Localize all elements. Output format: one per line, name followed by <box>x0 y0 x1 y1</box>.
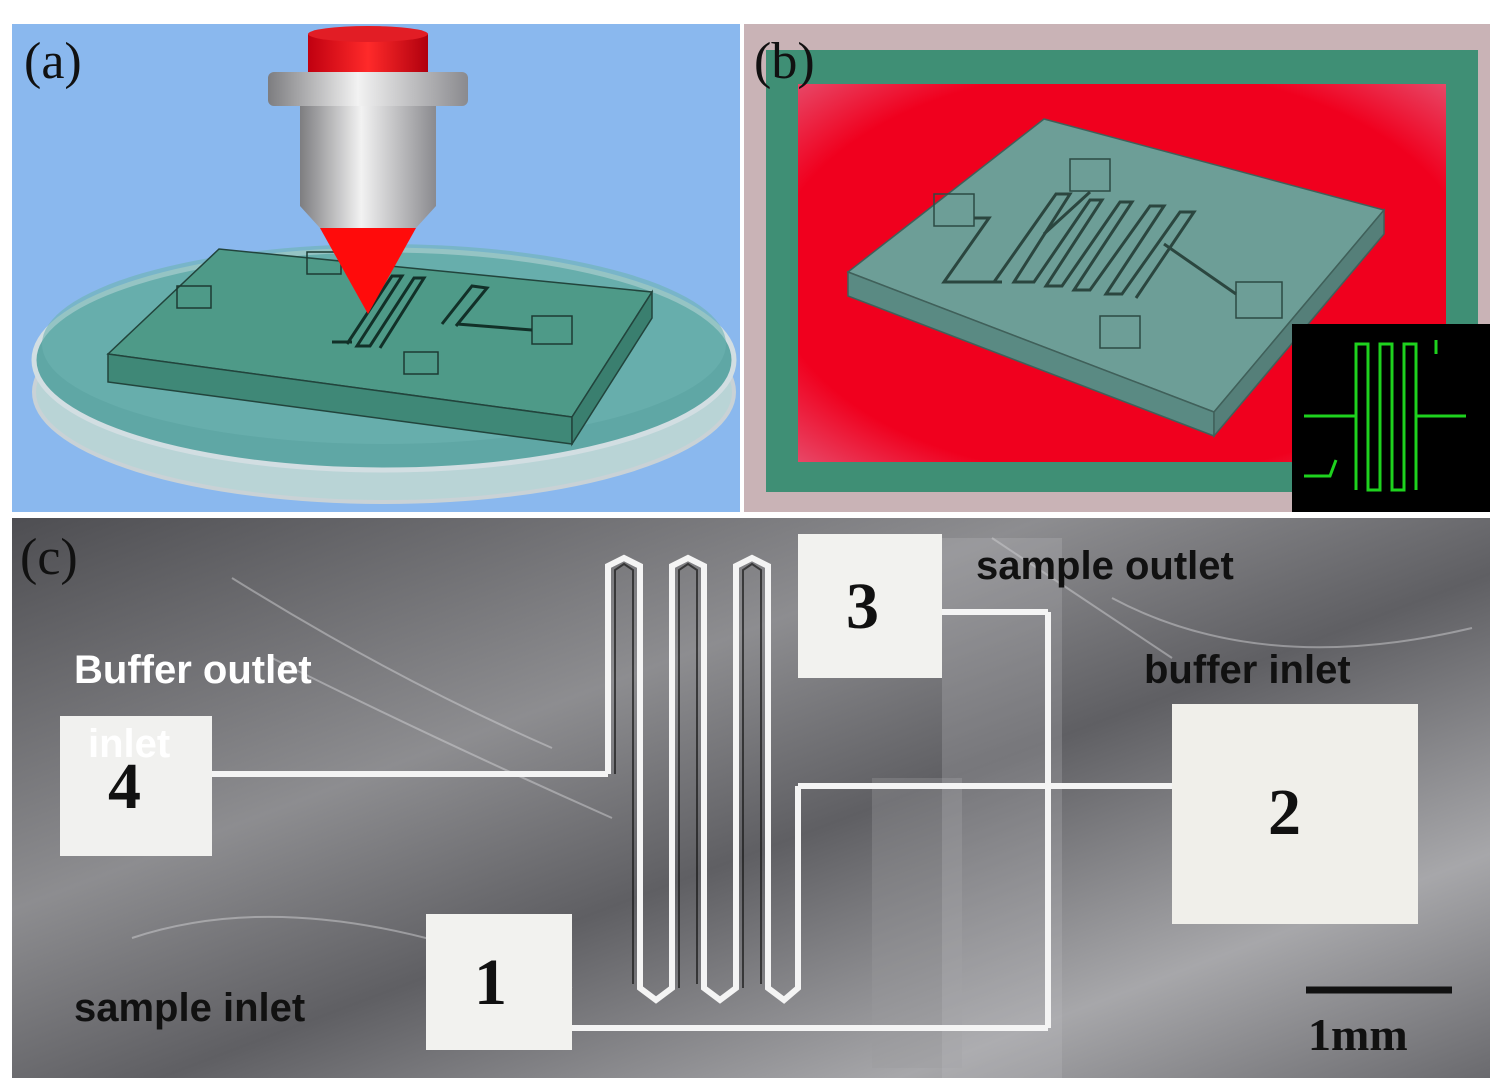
reservoir-1 <box>426 914 572 1050</box>
microchannels <box>212 554 1172 1031</box>
port-number-1: 1 <box>474 946 507 1019</box>
panel-a-illustration <box>31 26 737 504</box>
panel-a: (a) <box>12 24 740 512</box>
reservoir-3 <box>798 534 942 678</box>
reservoir-2 <box>1172 704 1418 924</box>
reservoir-4 <box>60 716 212 856</box>
panel-c: (c) 4 2 3 1 sample outlet Buffer outlet … <box>12 518 1490 1078</box>
label-buffer-outlet: Buffer outlet <box>74 648 312 692</box>
label-buffer-inlet: buffer inlet <box>1144 648 1351 692</box>
panel-b-label: (b) <box>754 33 815 90</box>
label-sample-inlet: sample inlet <box>74 986 306 1030</box>
panel-b-illustration <box>766 50 1490 512</box>
panel-c-photo <box>12 518 1490 1078</box>
scale-bar-label: 1mm <box>1308 1009 1408 1060</box>
port-number-3: 3 <box>846 570 879 643</box>
fluorescence-inset <box>1292 324 1490 512</box>
port-number-2: 2 <box>1268 776 1301 849</box>
panel-b: (b) <box>744 24 1490 512</box>
chip-render <box>846 118 1386 439</box>
label-inlet: inlet <box>88 722 171 766</box>
panel-a-label: (a) <box>24 33 82 90</box>
label-sample-outlet: sample outlet <box>976 544 1234 588</box>
chip-block <box>106 248 654 447</box>
laser-objective <box>268 26 468 314</box>
panel-c-label: (c) <box>20 529 78 586</box>
port-number-4: 4 <box>108 750 141 823</box>
